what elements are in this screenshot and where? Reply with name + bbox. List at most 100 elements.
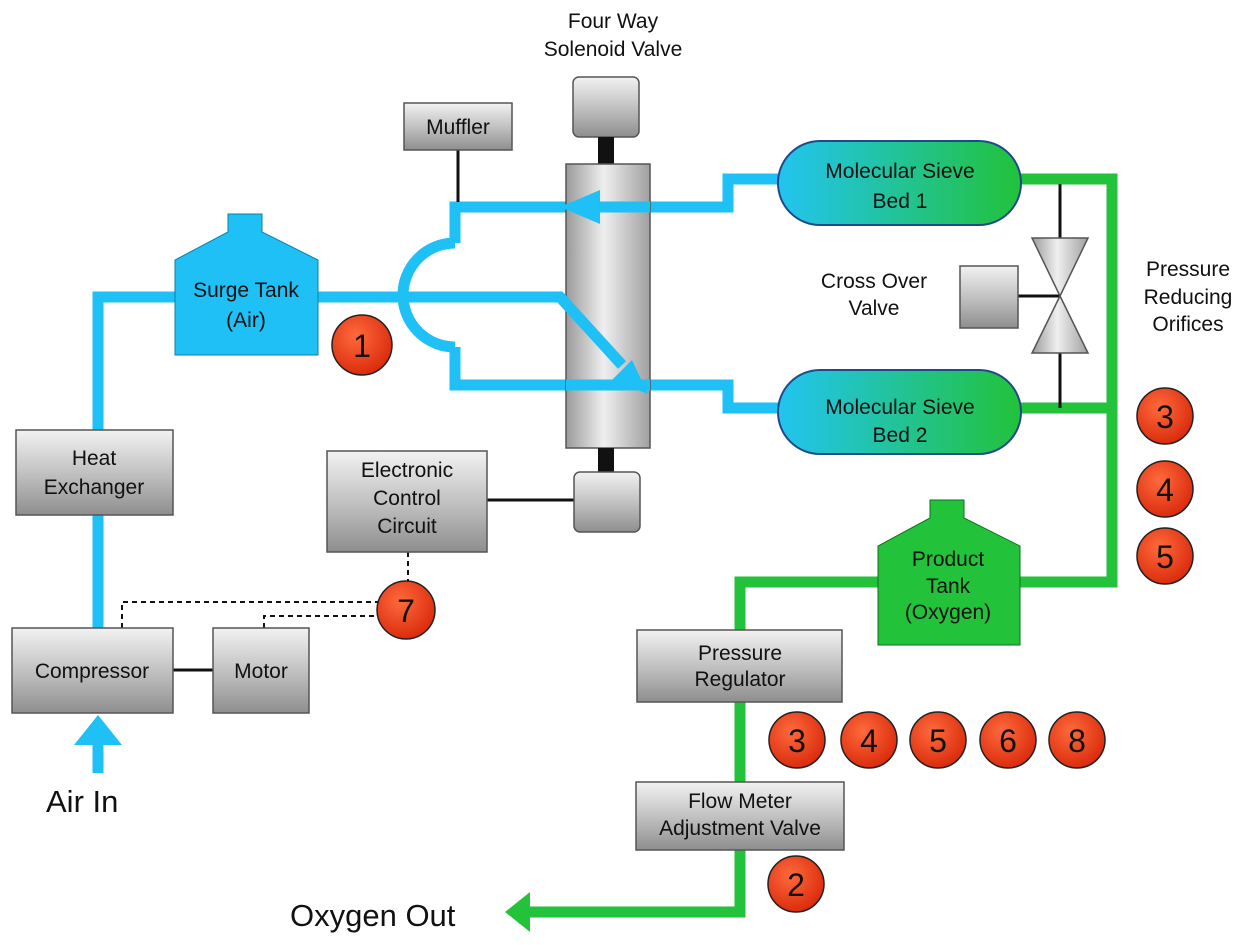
- product-tank-label-line2: Tank: [926, 575, 971, 598]
- svg-text:6: 6: [999, 723, 1017, 759]
- muffler: Muffler: [403, 102, 513, 151]
- control-circuit-label-line1: Electronic: [361, 459, 453, 482]
- pressure-regulator: Pressure Regulator: [636, 629, 843, 703]
- badge-flow-meter: 2: [767, 855, 825, 913]
- badge-regulator-3: 5: [909, 711, 967, 769]
- product-tank-shape: [877, 499, 1021, 646]
- flow-meter-label-line1: Flow Meter: [688, 790, 792, 813]
- air-line-bed2-in: [625, 379, 790, 414]
- surge-tank-label-line2: (Air): [226, 309, 266, 332]
- product-tank: Product Tank (Oxygen): [877, 499, 1021, 646]
- svg-text:5: 5: [929, 723, 947, 759]
- muffler-box: [403, 102, 513, 151]
- svg-text:7: 7: [397, 593, 415, 629]
- solenoid-bottom-shaft: [598, 448, 614, 474]
- solenoid-top-shaft: [598, 137, 614, 165]
- oxygen-line-bed1-out: [1018, 173, 1118, 588]
- air-arrowhead-bed1: [560, 190, 600, 224]
- sieve-bed-2-label-line1: Molecular Sieve: [825, 396, 974, 419]
- sieve-bed-1-shape: [777, 140, 1022, 226]
- motor-label: Motor: [234, 660, 288, 683]
- heat-exchanger: Heat Exchanger: [15, 429, 174, 516]
- badge-regulator-1: 3: [768, 711, 826, 769]
- badge-regulator-5: 8: [1048, 711, 1106, 769]
- control-circuit-label-line2: Control: [373, 487, 441, 510]
- sieve-bed-2-label-line2: Bed 2: [873, 424, 928, 447]
- sieve-bed-1-label-line2: Bed 1: [873, 190, 928, 213]
- svg-text:1: 1: [353, 328, 371, 364]
- badge-regulator-2: 4: [840, 711, 898, 769]
- oxygen-line-flowmeter-out: [530, 850, 746, 918]
- pressure-regulator-label-line2: Regulator: [694, 668, 785, 691]
- svg-text:4: 4: [1156, 472, 1174, 508]
- motor-signal-wire: [263, 615, 380, 628]
- heat-exchanger-box: [15, 429, 174, 516]
- signal-wires: [121, 552, 409, 628]
- flow-meter-label-line2: Adjustment Valve: [659, 817, 821, 840]
- crossover-valve-top-triangle: [1030, 237, 1090, 298]
- badge-orifices-1: 3: [1136, 387, 1194, 445]
- molecular-sieve-bed-2: Molecular Sieve Bed 2: [777, 369, 1022, 455]
- surge-tank-shape: [174, 213, 319, 356]
- product-tank-label-line3: (Oxygen): [905, 601, 991, 624]
- orifices-label-line1: Pressure: [1146, 258, 1230, 281]
- four-way-solenoid-valve: Four Way Solenoid Valve: [544, 10, 683, 533]
- badge-regulator-4: 6: [979, 711, 1037, 769]
- badge-orifices-3: 5: [1136, 527, 1194, 585]
- svg-text:3: 3: [788, 723, 806, 759]
- svg-text:8: 8: [1068, 723, 1086, 759]
- solenoid-top-actuator: [572, 76, 640, 138]
- compressor-box: [11, 627, 174, 714]
- wires: [173, 150, 1062, 672]
- badge-control: 7: [376, 580, 436, 640]
- electronic-control-circuit: Electronic Control Circuit: [326, 450, 488, 553]
- surge-tank: Surge Tank (Air): [174, 213, 319, 356]
- oxygen-out-arrow: [505, 892, 530, 932]
- crossover-valve-actuator: [959, 265, 1019, 329]
- svg-text:2: 2: [787, 867, 805, 903]
- motor: Motor: [212, 627, 310, 714]
- heat-exchanger-label-line2: Exchanger: [44, 476, 144, 499]
- svg-text:5: 5: [1156, 539, 1174, 575]
- crossover-valve-bottom-triangle: [1030, 294, 1090, 354]
- control-circuit-label-line3: Circuit: [377, 515, 437, 538]
- compressor: Compressor: [11, 627, 174, 714]
- badge-orifices-2: 4: [1136, 460, 1194, 518]
- sieve-bed-1-label-line1: Molecular Sieve: [825, 160, 974, 183]
- svg-text:3: 3: [1156, 399, 1174, 435]
- air-line-compressor-to-surge: [92, 291, 180, 628]
- heat-exchanger-label-line1: Heat: [72, 447, 117, 470]
- air-in-arrow: [74, 715, 122, 745]
- solenoid-valve-label-line2: Solenoid Valve: [544, 38, 683, 61]
- surge-tank-label-line1: Surge Tank: [193, 279, 299, 302]
- air-line-crossover-arc: [397, 237, 456, 353]
- muffler-label: Muffler: [426, 116, 490, 139]
- product-tank-label-line1: Product: [912, 548, 985, 571]
- solenoid-valve-label-line1: Four Way: [568, 10, 659, 33]
- sieve-bed-2-shape: [777, 369, 1022, 455]
- solenoid-bottom-actuator: [573, 471, 641, 533]
- air-line-bed1-out: [600, 173, 790, 213]
- air-arrowhead-bed2: [612, 360, 648, 394]
- air-in-label: Air In: [46, 784, 118, 819]
- compressor-label: Compressor: [35, 660, 149, 683]
- orifices-label-line3: Orifices: [1152, 313, 1223, 336]
- molecular-sieve-bed-1: Molecular Sieve Bed 1: [777, 140, 1022, 226]
- oxygen-out-label: Oxygen Out: [290, 898, 456, 933]
- pressure-reducing-orifices: Pressure Reducing Orifices: [1144, 258, 1233, 336]
- cross-over-valve: Cross Over Valve: [821, 237, 1090, 354]
- svg-text:4: 4: [860, 723, 878, 759]
- air-line-diagonal-over-valve: [555, 293, 627, 369]
- badge-surge-tank: 1: [331, 314, 393, 376]
- motor-box: [212, 627, 310, 714]
- flow-meter-adjustment-valve: Flow Meter Adjustment Valve: [635, 781, 845, 851]
- crossover-valve-label-line1: Cross Over: [821, 270, 927, 293]
- crossover-valve-label-line2: Valve: [849, 297, 900, 320]
- control-circuit-box: [326, 450, 488, 553]
- oxygen-lines: [530, 173, 1118, 918]
- oxygen-line-tank-to-regulator: [734, 576, 880, 630]
- orifices-label-line2: Reducing: [1144, 286, 1233, 309]
- pressure-regulator-label-line1: Pressure: [698, 642, 782, 665]
- air-line-bed1-branch: [449, 201, 575, 243]
